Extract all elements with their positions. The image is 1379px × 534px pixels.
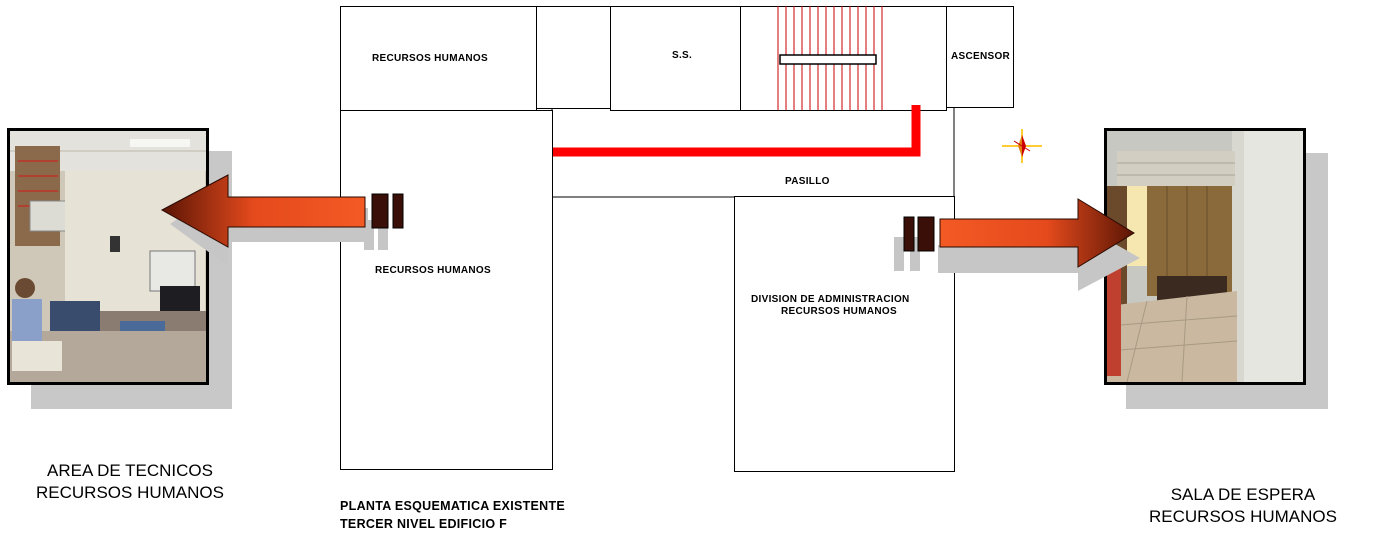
plan-title-line1: PLANTA ESQUEMATICA EXISTENTE xyxy=(340,499,566,513)
right-caption-line2: RECURSOS HUMANOS xyxy=(1149,507,1337,526)
stairs xyxy=(777,6,883,110)
left-caption-line1: AREA DE TECNICOS xyxy=(47,461,213,480)
label-ss: S.S. xyxy=(672,50,693,61)
label-recursos-humanos-left: RECURSOS HUMANOS xyxy=(375,265,491,276)
left-caption-line2: RECURSOS HUMANOS xyxy=(36,483,224,502)
left-arrow-icon xyxy=(160,174,404,266)
left-photo-caption: AREA DE TECNICOS RECURSOS HUMANOS xyxy=(15,460,245,504)
waiting-room-photo xyxy=(1107,131,1303,382)
red-route xyxy=(553,105,921,157)
label-division-line1: DIVISION DE ADMINISTRACION xyxy=(751,294,910,305)
room-recursos-humanos-top xyxy=(340,6,537,111)
label-division-line2: RECURSOS HUMANOS xyxy=(781,306,897,317)
office-photo xyxy=(10,131,206,382)
room-ascensor xyxy=(946,6,1014,108)
room-recursos-humanos-left xyxy=(340,110,553,470)
left-photo xyxy=(7,128,209,385)
label-ascensor: ASCENSOR xyxy=(951,51,1011,62)
plan-title: PLANTA ESQUEMATICA EXISTENTE TERCER NIVE… xyxy=(340,497,565,533)
label-recursos-humanos-top: RECURSOS HUMANOS xyxy=(372,53,488,64)
room-small-top xyxy=(536,6,611,109)
right-photo xyxy=(1104,128,1306,385)
room-ss xyxy=(610,6,741,111)
right-caption-line1: SALA DE ESPERA xyxy=(1170,485,1316,504)
label-pasillo: PASILLO xyxy=(785,176,830,187)
plan-title-line2: TERCER NIVEL EDIFICIO F xyxy=(340,517,508,531)
right-arrow-icon xyxy=(894,198,1140,291)
right-photo-caption: SALA DE ESPERA RECURSOS HUMANOS xyxy=(1128,484,1358,528)
north-compass-icon xyxy=(1002,129,1042,163)
